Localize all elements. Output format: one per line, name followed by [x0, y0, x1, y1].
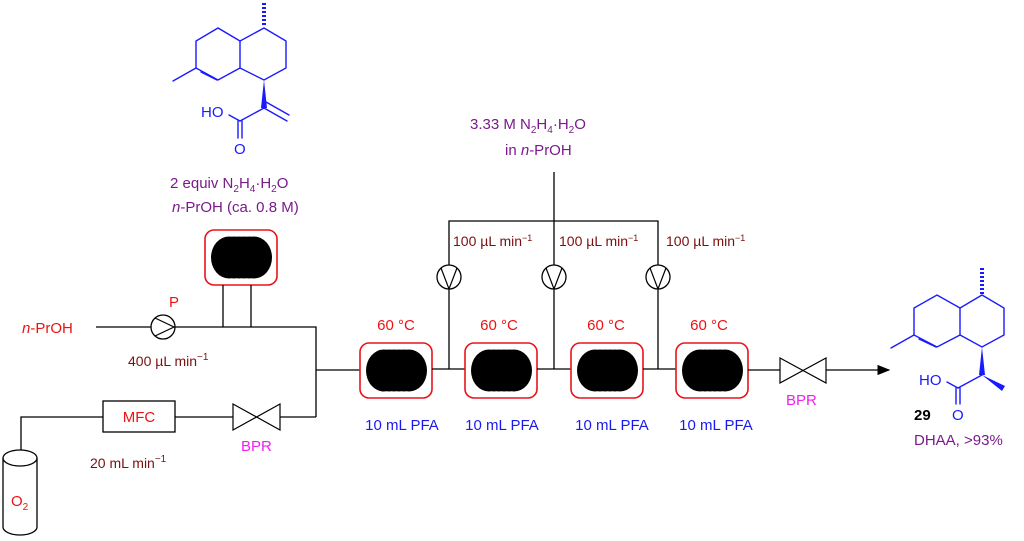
oh-bond	[228, 114, 241, 122]
branch-3-flow-rate: 100 µL min−1	[666, 233, 745, 249]
branch-2-pump-icon[interactable]	[541, 264, 567, 291]
hydroxyl-label: HO	[201, 104, 224, 121]
carbonyl-oxygen-label: O	[952, 407, 964, 424]
ring-bond	[239, 27, 287, 81]
reactor-4-volume: 10 mL PFA	[679, 417, 753, 434]
hydrazine-concentration-label: 3.33 M N2H4·H2O	[470, 116, 586, 136]
reactor-2[interactable]	[464, 342, 538, 399]
outlet-bpr-valve-icon[interactable]	[779, 356, 827, 385]
compound-number: 29	[914, 407, 931, 424]
bpr-valve-icon[interactable]	[232, 402, 281, 432]
reactor-3-temperature: 60 °C	[587, 317, 625, 334]
oh-bond	[946, 381, 959, 389]
gas-bpr-label: BPR	[241, 438, 272, 455]
sample-loop-coil[interactable]	[204, 229, 278, 286]
reactor-3[interactable]	[570, 342, 644, 399]
branch-1-pump-icon[interactable]	[436, 264, 462, 291]
reactor-1-temperature: 60 °C	[377, 317, 415, 334]
vinyl-bond	[263, 107, 288, 122]
ring-bond	[913, 294, 961, 348]
carboxyl-bond	[239, 107, 265, 122]
wedge-bond	[979, 347, 985, 375]
reactor-4[interactable]	[675, 342, 749, 399]
hydrazine-solvent-label: in n-PrOH	[505, 142, 572, 159]
oxygen-cylinder-icon[interactable]	[2, 449, 38, 536]
methyl-bond	[890, 334, 915, 349]
double-bond	[200, 71, 218, 81]
reactor-4-temperature: 60 °C	[690, 317, 728, 334]
vinyl-double-bond	[265, 101, 290, 116]
branch-2-flow-rate: 100 µL min−1	[559, 233, 638, 249]
reagent-solvent-label: n-PrOH (ca. 0.8 M)	[172, 199, 299, 216]
wedge-bond	[261, 80, 267, 108]
gas-flow-rate: 20 mL min−1	[90, 454, 167, 471]
reactor-2-volume: 10 mL PFA	[465, 417, 539, 434]
reactor-2-temperature: 60 °C	[480, 317, 518, 334]
mass-flow-controller[interactable]: MFC	[102, 400, 176, 433]
pump-icon[interactable]	[150, 314, 176, 340]
wedge-methyl-bond	[982, 375, 1005, 391]
product-description: DHAA, >93%	[914, 432, 1003, 449]
hydroxyl-label: HO	[919, 372, 942, 389]
reactor-3-volume: 10 mL PFA	[575, 417, 649, 434]
outlet-bpr-label: BPR	[786, 392, 817, 409]
reactor-1[interactable]	[359, 342, 433, 399]
mfc-label: MFC	[123, 409, 156, 426]
methyl-bond	[172, 67, 197, 82]
double-bond	[918, 338, 937, 348]
branch-1-flow-rate: 100 µL min−1	[453, 233, 532, 249]
gas-tube	[20, 416, 103, 450]
oxygen-label: O2	[11, 493, 29, 513]
ring-bond	[195, 27, 241, 81]
solvent-label: n-PrOH	[22, 320, 73, 337]
branch-3-pump-icon[interactable]	[645, 264, 671, 291]
solvent-main-tube	[175, 326, 317, 417]
product-structure: HO O	[890, 268, 1005, 424]
carboxyl-bond	[957, 374, 983, 389]
starting-material-structure: HO O	[172, 3, 290, 158]
reagent-equiv-label: 2 equiv N2H4·H2O	[170, 175, 288, 195]
solvent-flow-rate: 400 µL min−1	[128, 352, 209, 369]
carbonyl-oxygen-label: O	[234, 141, 246, 158]
pump-label: P	[169, 294, 179, 311]
reactor-1-volume: 10 mL PFA	[365, 417, 439, 434]
ring-bond	[959, 294, 1005, 348]
